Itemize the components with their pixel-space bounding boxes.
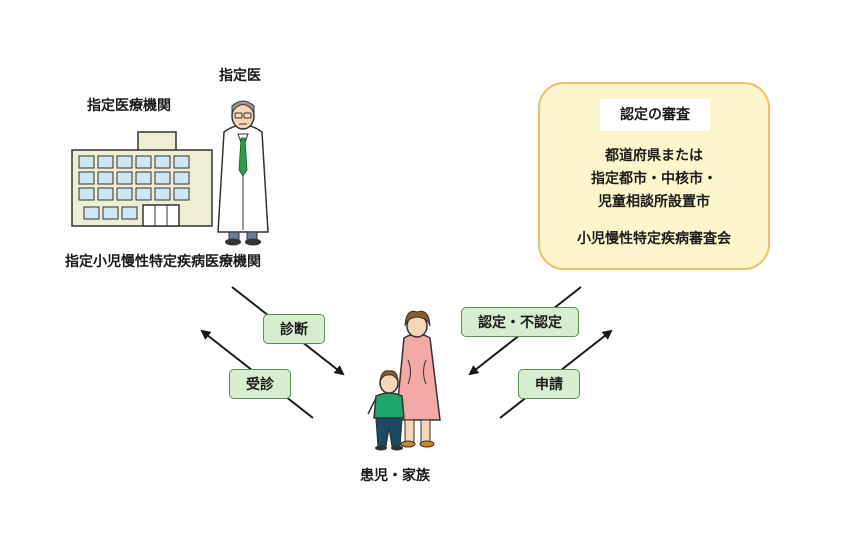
- review-committee: 小児慢性特定疾病審査会: [577, 231, 731, 247]
- step-application: 申請: [518, 369, 580, 399]
- review-authority-line-1: 都道府県または: [605, 148, 703, 164]
- review-authority-line-3: 児童相談所設置市: [598, 194, 710, 210]
- review-authority-line-2: 指定都市・中核市・: [591, 171, 717, 187]
- review-title: 認定の審査: [600, 99, 710, 131]
- step-consultation: 受診: [229, 369, 291, 399]
- step-decision: 認定・不認定: [461, 307, 579, 337]
- step-diagnosis: 診断: [263, 314, 325, 344]
- institution-full-label: 指定小児慢性特定疾病医療機関: [65, 254, 261, 270]
- institution-label: 指定医療機関: [87, 98, 171, 114]
- doctor-label: 指定医: [219, 68, 261, 84]
- patient-label: 患児・家族: [360, 468, 430, 484]
